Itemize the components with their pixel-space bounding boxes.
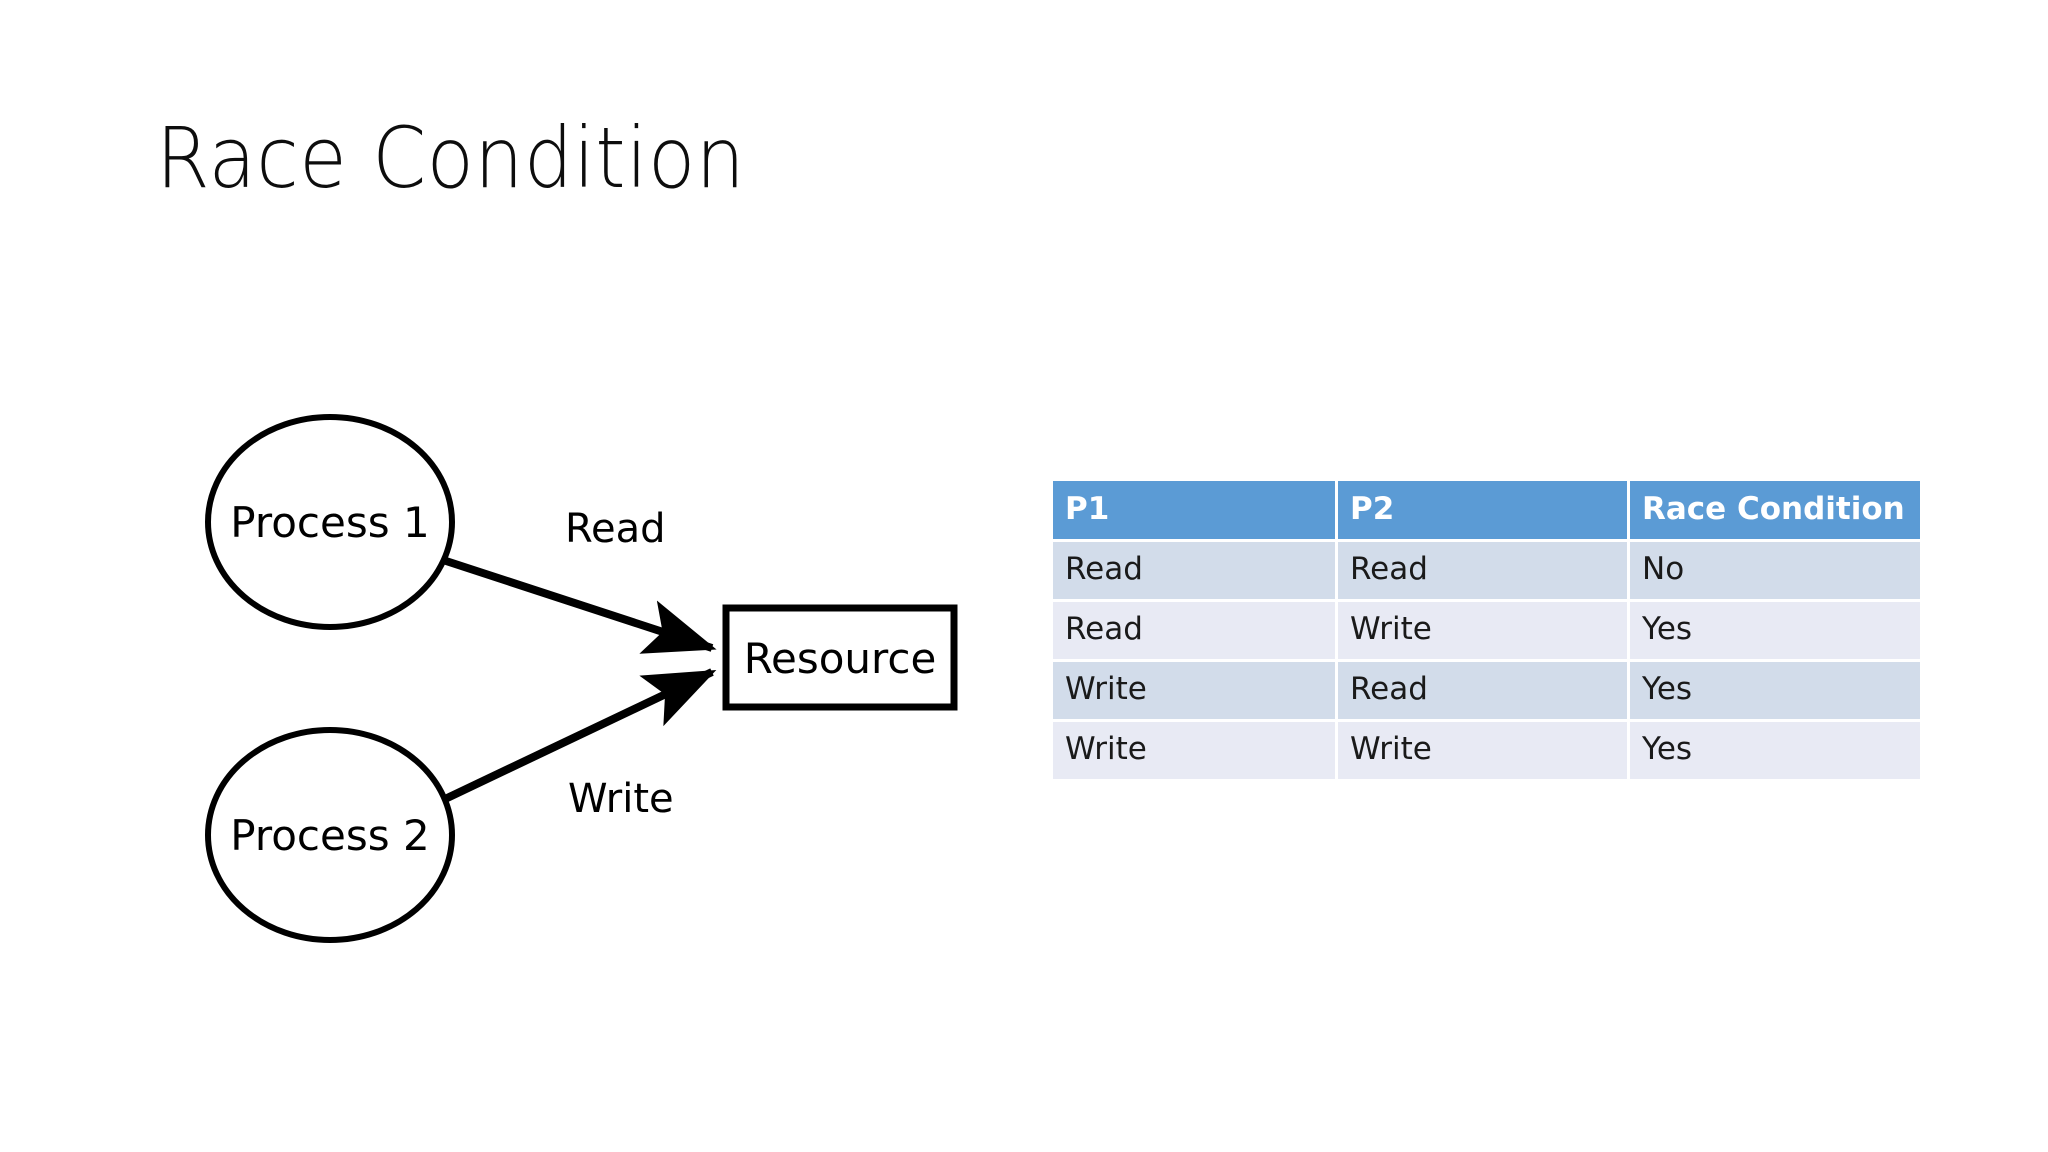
table-body: Read Read No Read Write Yes Write Read Y…	[1053, 542, 1920, 782]
cell-p1: Write	[1053, 662, 1338, 722]
diagram-edge-read: Read	[441, 506, 717, 654]
diagram-node-process-2: Process 2	[205, 727, 455, 943]
cell-p2: Read	[1338, 542, 1630, 602]
cell-p2: Write	[1338, 602, 1630, 662]
cell-race-condition: Yes	[1630, 722, 1920, 782]
table-row: Write Write Yes	[1053, 722, 1920, 782]
table-header-row: P1 P2 Race Condition	[1053, 481, 1920, 542]
diagram-node-resource: Resource	[722, 604, 958, 711]
column-header-race-condition: Race Condition	[1630, 481, 1920, 542]
diagram-node-process-1: Process 1	[205, 414, 455, 630]
cell-race-condition: Yes	[1630, 662, 1920, 722]
process-1-label: Process 1	[230, 498, 429, 547]
column-header-p2: P2	[1338, 481, 1630, 542]
cell-p2: Write	[1338, 722, 1630, 782]
cell-race-condition: Yes	[1630, 602, 1920, 662]
process-2-circle	[205, 727, 455, 943]
resource-label: Resource	[744, 634, 937, 683]
cell-p1: Read	[1053, 602, 1338, 662]
write-edge-label: Write	[568, 776, 674, 822]
cell-p2: Read	[1338, 662, 1630, 722]
read-edge-label: Read	[565, 506, 666, 552]
table-row: Read Read No	[1053, 542, 1920, 602]
race-condition-diagram: Process 1 Process 2 Resource Read Write	[205, 414, 958, 943]
process-2-label: Process 2	[230, 811, 429, 860]
read-arrow-line	[441, 556, 717, 654]
race-condition-table: P1 P2 Race Condition Read Read No Read W…	[1053, 481, 1920, 782]
cell-p1: Write	[1053, 722, 1338, 782]
page-title: Race Condition	[156, 109, 746, 207]
cell-race-condition: No	[1630, 542, 1920, 602]
table-row: Write Read Yes	[1053, 662, 1920, 722]
table-row: Read Write Yes	[1053, 602, 1920, 662]
process-1-circle	[205, 414, 455, 630]
diagram-svg: Process 1 Process 2 Resource Read Write	[205, 414, 958, 943]
table-header: P1 P2 Race Condition	[1053, 481, 1920, 542]
column-header-p1: P1	[1053, 481, 1338, 542]
resource-box	[722, 604, 958, 711]
write-arrow-line	[441, 668, 717, 804]
diagram-edge-write: Write	[441, 668, 717, 822]
cell-p1: Read	[1053, 542, 1338, 602]
